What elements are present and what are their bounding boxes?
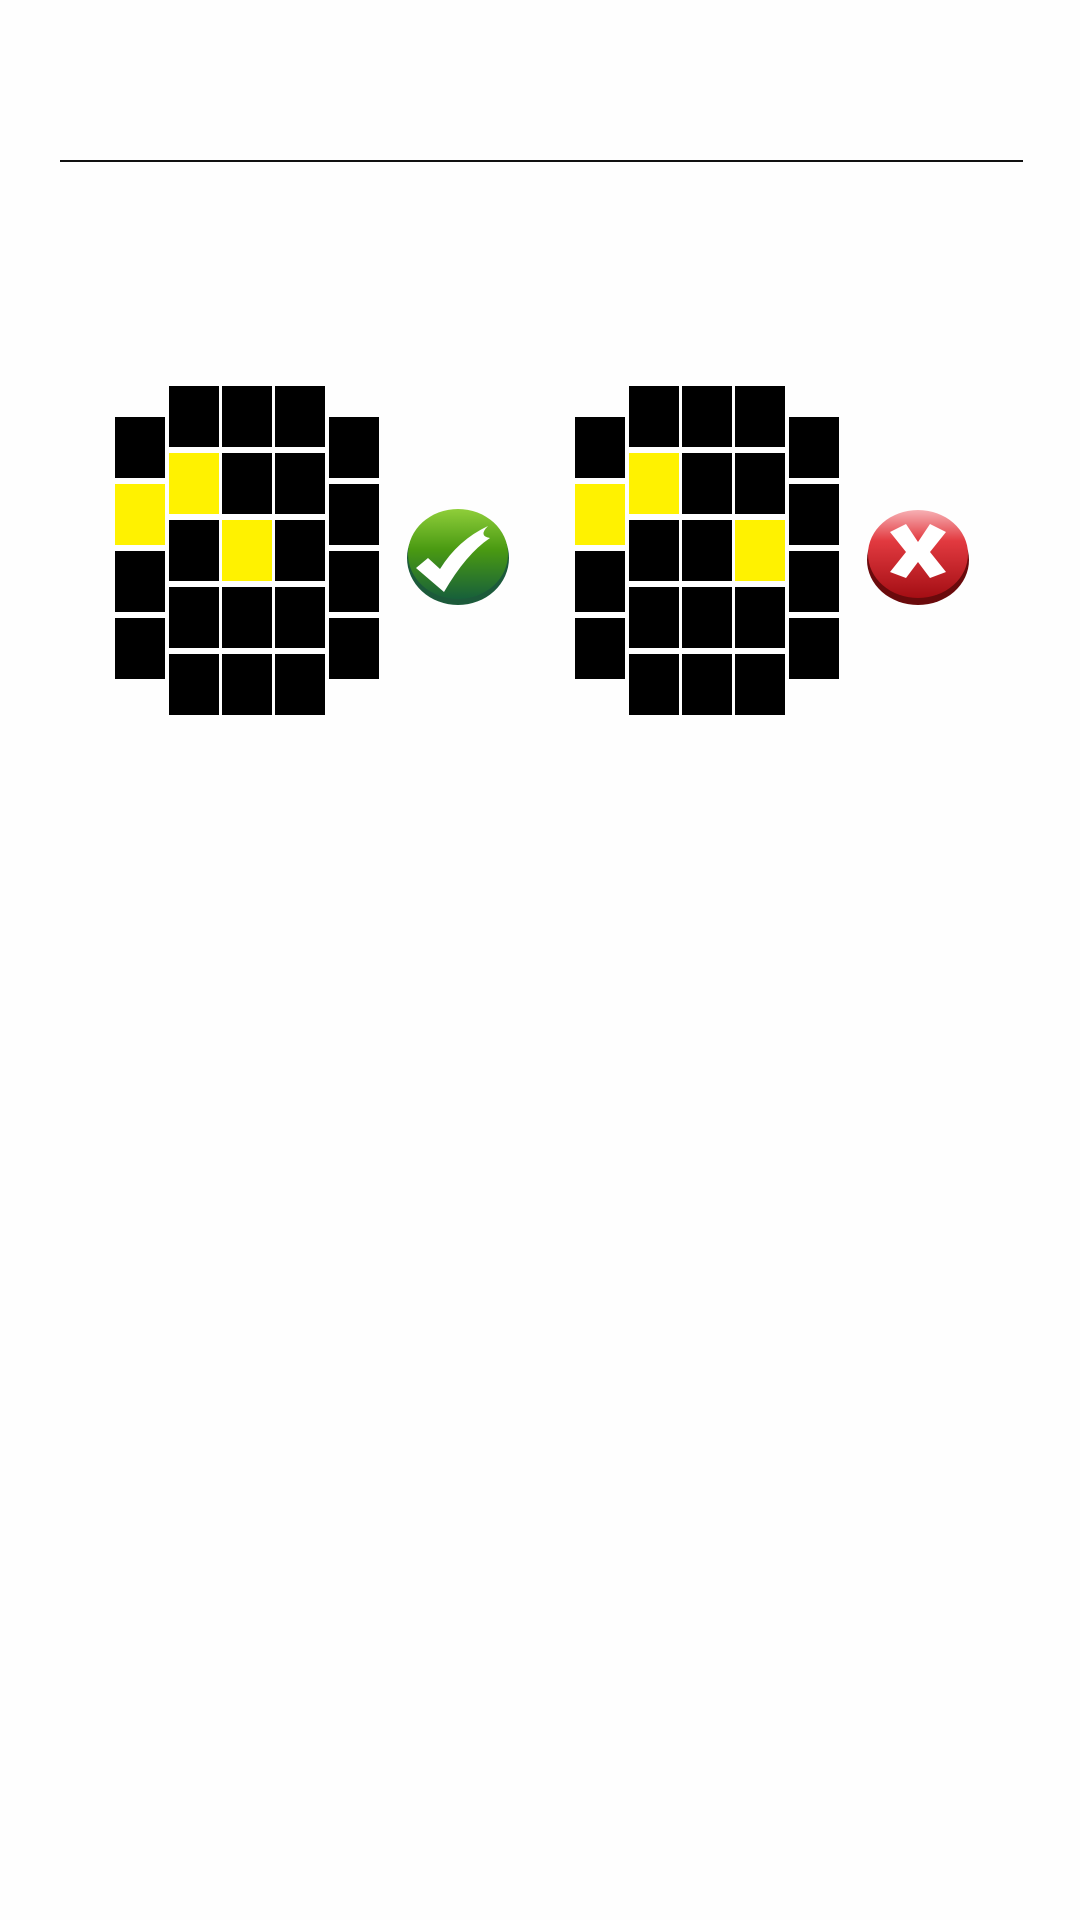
grid-cell-c0-r1 <box>575 484 625 545</box>
grid-cell-c2-r1 <box>222 453 272 514</box>
grid-cell-c1-r2 <box>169 520 219 581</box>
grid-cell-c0-r0 <box>115 417 165 478</box>
grid-cell-c2-r0 <box>682 386 732 447</box>
grid-cell-c1-r1 <box>629 453 679 514</box>
example-grid-correct <box>115 386 405 716</box>
grid-cell-c0-r3 <box>575 618 625 679</box>
grid-cell-c2-r2 <box>682 520 732 581</box>
grid-cell-c1-r3 <box>169 587 219 648</box>
grid-cell-c2-r2 <box>222 520 272 581</box>
grid-cell-c1-r4 <box>169 654 219 715</box>
grid-cell-c3-r1 <box>275 453 325 514</box>
grid-cell-c0-r2 <box>115 551 165 612</box>
grid-cell-c4-r0 <box>789 417 839 478</box>
grid-cell-c3-r4 <box>735 654 785 715</box>
grid-cell-c2-r4 <box>222 654 272 715</box>
cross-mark-icon <box>866 506 970 606</box>
grid-cell-c3-r2 <box>275 520 325 581</box>
grid-cell-c3-r1 <box>735 453 785 514</box>
grid-cell-c1-r4 <box>629 654 679 715</box>
grid-cell-c3-r0 <box>735 386 785 447</box>
grid-cell-c4-r3 <box>329 618 379 679</box>
grid-cell-c4-r2 <box>329 551 379 612</box>
grid-cell-c3-r3 <box>735 587 785 648</box>
grid-cell-c1-r3 <box>629 587 679 648</box>
grid-cell-c4-r3 <box>789 618 839 679</box>
grid-cell-c0-r0 <box>575 417 625 478</box>
grid-cell-c3-r4 <box>275 654 325 715</box>
top-divider <box>60 160 1023 162</box>
grid-cell-c2-r3 <box>682 587 732 648</box>
grid-cell-c1-r0 <box>169 386 219 447</box>
grid-cell-c1-r1 <box>169 453 219 514</box>
grid-cell-c0-r1 <box>115 484 165 545</box>
grid-cell-c3-r2 <box>735 520 785 581</box>
check-mark-icon <box>406 506 510 606</box>
grid-cell-c2-r0 <box>222 386 272 447</box>
grid-cell-c2-r4 <box>682 654 732 715</box>
grid-cell-c4-r2 <box>789 551 839 612</box>
grid-cell-c4-r1 <box>789 484 839 545</box>
grid-cell-c2-r3 <box>222 587 272 648</box>
grid-cell-c4-r1 <box>329 484 379 545</box>
grid-cell-c3-r3 <box>275 587 325 648</box>
grid-cell-c0-r3 <box>115 618 165 679</box>
grid-cell-c4-r0 <box>329 417 379 478</box>
grid-cell-c0-r2 <box>575 551 625 612</box>
grid-cell-c1-r0 <box>629 386 679 447</box>
grid-cell-c2-r1 <box>682 453 732 514</box>
grid-cell-c1-r2 <box>629 520 679 581</box>
grid-cell-c3-r0 <box>275 386 325 447</box>
example-grid-incorrect <box>575 386 865 716</box>
